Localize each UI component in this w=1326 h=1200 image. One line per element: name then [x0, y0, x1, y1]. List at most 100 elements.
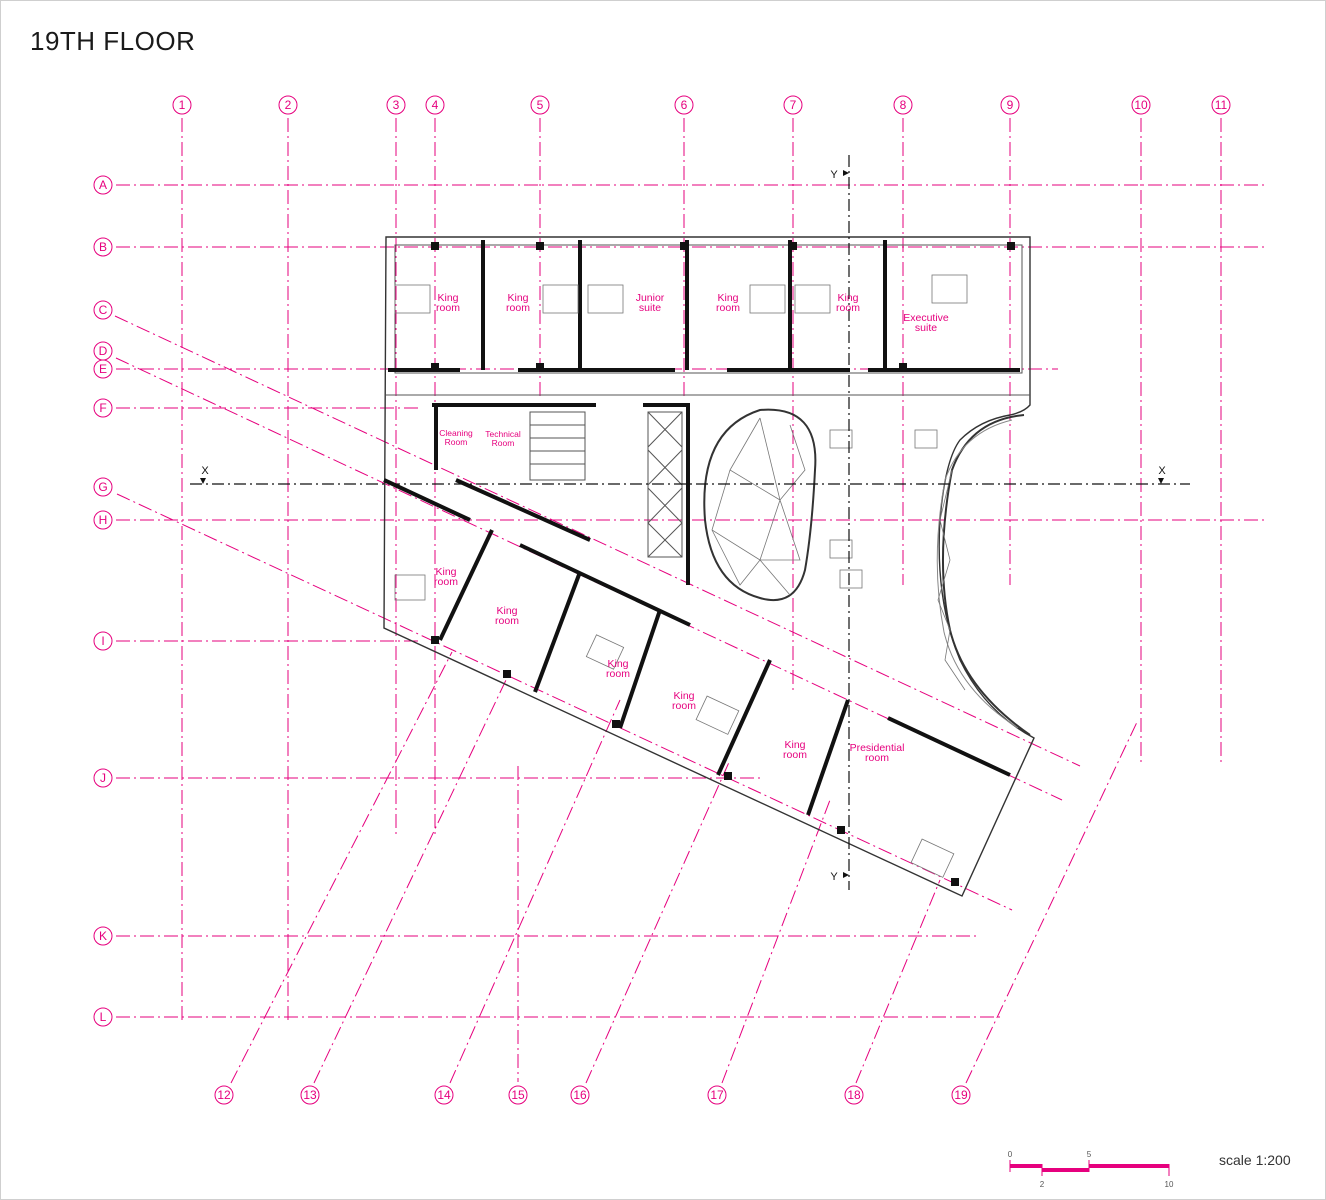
- section-x-label-left: X: [201, 465, 209, 477]
- grid-bubble-row-G: G: [93, 477, 113, 497]
- svg-text:3: 3: [393, 98, 400, 112]
- grid-bubble-row-J: J: [93, 768, 113, 788]
- grid-bubble-row-F: F: [93, 398, 113, 418]
- svg-text:10: 10: [1134, 98, 1148, 112]
- svg-text:1: 1: [179, 98, 186, 112]
- grid-bubble-row-E: E: [93, 359, 113, 379]
- svg-text:8: 8: [900, 98, 907, 112]
- svg-text:4: 4: [432, 98, 439, 112]
- svg-text:room: room: [606, 668, 630, 680]
- grid-bubble-row-H: H: [93, 510, 113, 530]
- svg-text:16: 16: [573, 1088, 587, 1102]
- grid-bubble-row-D: D: [93, 341, 113, 361]
- grid-bubble-row-B: B: [93, 237, 113, 257]
- svg-text:King: King: [673, 690, 694, 702]
- svg-text:Room: Room: [492, 438, 515, 448]
- grid-bubble-diag-17: 17: [707, 1085, 727, 1105]
- grid-bubble-row-C: C: [93, 300, 113, 320]
- svg-text:room: room: [672, 700, 696, 712]
- svg-text:I: I: [101, 634, 104, 648]
- svg-text:room: room: [495, 615, 519, 627]
- svg-text:King: King: [496, 605, 517, 617]
- svg-text:room: room: [865, 752, 889, 764]
- scale-label: scale 1:200: [1219, 1152, 1291, 1168]
- grid-bubble-col-8: 8: [893, 95, 913, 115]
- grid-bubble-diag-13: 13: [300, 1085, 320, 1105]
- grid-bubble-col-9: 9: [1000, 95, 1020, 115]
- svg-text:Cleaning: Cleaning: [439, 428, 473, 438]
- svg-text:suite: suite: [915, 322, 937, 334]
- svg-text:13: 13: [303, 1088, 317, 1102]
- building-outline: [383, 236, 1035, 897]
- svg-text:Room: Room: [445, 437, 468, 447]
- curved-glazing: [936, 414, 1031, 736]
- svg-text:King: King: [837, 292, 858, 304]
- section-y-label-top: Y: [830, 169, 838, 181]
- svg-text:6: 6: [681, 98, 688, 112]
- svg-text:room: room: [436, 302, 460, 314]
- grid-bubble-diag-19: 19: [951, 1085, 971, 1105]
- svg-text:K: K: [99, 929, 107, 943]
- grid-bubbles: 1 2 3 4 5 6 7 8 9 10 11 A B C D E F G H …: [93, 95, 1231, 1105]
- svg-text:17: 17: [710, 1088, 724, 1102]
- svg-text:15: 15: [511, 1088, 525, 1102]
- page-title: 19TH FLOOR: [30, 26, 196, 56]
- grid-bubble-col-11: 11: [1211, 95, 1231, 115]
- grid-bubble-col-2: 2: [278, 95, 298, 115]
- section-x-label-right: X: [1158, 465, 1166, 477]
- scale-bar: 0 2 5 10: [1008, 1150, 1174, 1189]
- svg-text:J: J: [100, 771, 106, 785]
- building-core: [529, 411, 683, 558]
- grid-bubble-row-K: K: [93, 926, 113, 946]
- scale-tick-10: 10: [1165, 1180, 1174, 1189]
- svg-text:King: King: [435, 566, 456, 578]
- svg-text:18: 18: [847, 1088, 861, 1102]
- svg-text:Presidential: Presidential: [850, 742, 905, 754]
- grid-lines: [114, 118, 1268, 1084]
- grid-bubble-diag-15: 15: [508, 1085, 528, 1105]
- scale-tick-0: 0: [1008, 1150, 1013, 1159]
- svg-text:Technical: Technical: [485, 429, 521, 439]
- svg-text:room: room: [783, 749, 807, 761]
- grid-bubble-col-1: 1: [172, 95, 192, 115]
- grid-bubble-col-4: 4: [425, 95, 445, 115]
- grid-bubble-col-6: 6: [674, 95, 694, 115]
- section-axis-y: Y Y: [830, 155, 850, 890]
- atrium-pod: [703, 408, 817, 602]
- svg-text:Junior: Junior: [636, 292, 665, 304]
- svg-text:11: 11: [1215, 98, 1228, 112]
- grid-bubble-diag-12: 12: [214, 1085, 234, 1105]
- svg-text:King: King: [784, 739, 805, 751]
- scale-tick-5: 5: [1087, 1150, 1092, 1159]
- svg-text:room: room: [434, 576, 458, 588]
- svg-text:2: 2: [285, 98, 292, 112]
- svg-text:G: G: [98, 480, 107, 494]
- grid-bubble-col-7: 7: [783, 95, 803, 115]
- grid-bubble-col-3: 3: [386, 95, 406, 115]
- svg-text:King: King: [437, 292, 458, 304]
- svg-text:King: King: [507, 292, 528, 304]
- svg-text:F: F: [99, 401, 106, 415]
- scale-tick-2: 2: [1040, 1180, 1045, 1189]
- svg-text:14: 14: [437, 1088, 451, 1102]
- grid-bubble-diag-16: 16: [570, 1085, 590, 1105]
- svg-text:19: 19: [954, 1088, 968, 1102]
- svg-text:C: C: [99, 303, 108, 317]
- grid-bubble-row-I: I: [93, 631, 113, 651]
- svg-text:D: D: [99, 344, 108, 358]
- svg-text:King: King: [607, 658, 628, 670]
- grid-bubble-diag-18: 18: [844, 1085, 864, 1105]
- svg-text:B: B: [99, 240, 107, 254]
- structural-columns: [431, 242, 1015, 886]
